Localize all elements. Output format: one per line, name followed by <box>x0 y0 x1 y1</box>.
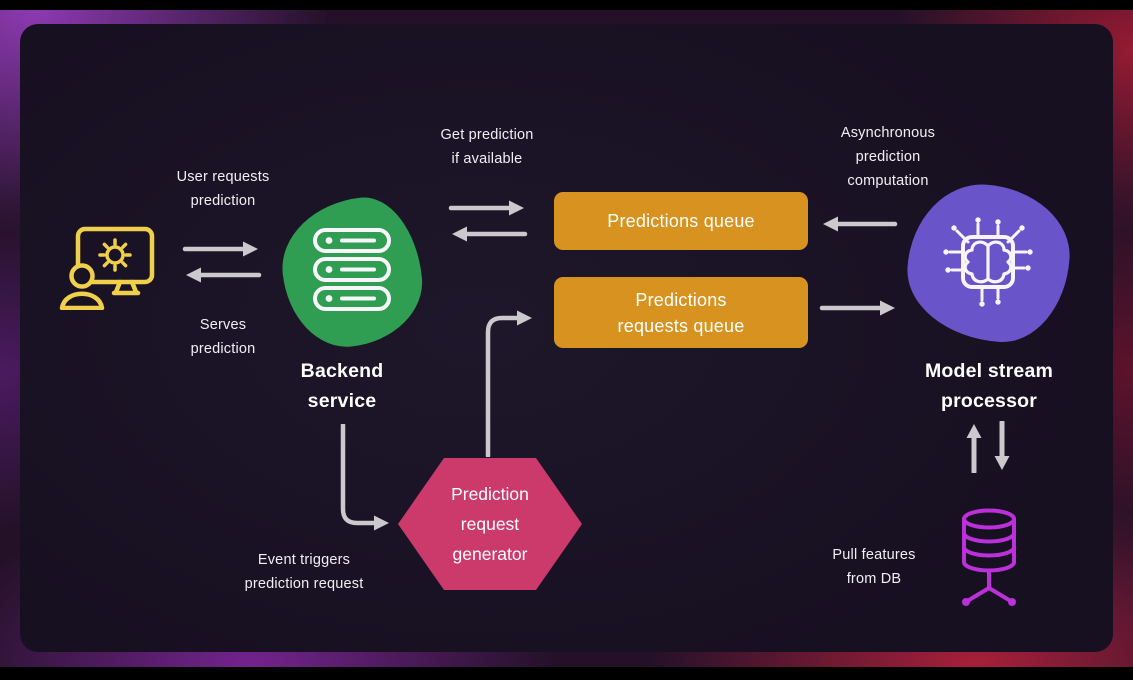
model-stream-processor-title: Model stream processor <box>924 360 1054 412</box>
label-asynchronous-prediction-computation: Asynchronous prediction computation <box>840 125 936 189</box>
chip-brain-icon <box>943 217 1033 307</box>
arrow-backend-to-generator <box>340 424 389 531</box>
backend-service-title: Backend service <box>300 360 384 412</box>
predictions-queue-label: Predictions queue <box>607 210 755 231</box>
database-icon <box>962 508 1016 606</box>
arrows-processor-db <box>966 421 1010 473</box>
label-event-triggers-prediction-request: Event triggers prediction request <box>244 552 364 592</box>
predictions-queue-node: Predictions queue <box>554 192 808 250</box>
arrow-requests-queue-to-processor <box>819 300 895 316</box>
label-serves-prediction: Serves prediction <box>190 317 256 357</box>
label-user-requests-prediction: User requests prediction <box>176 169 270 209</box>
user-workstation-icon <box>59 226 155 310</box>
arrow-generator-to-requests-queue <box>485 310 532 457</box>
server-stack-icon <box>313 228 391 311</box>
predictions-requests-queue-label: Predictions requests queue <box>617 289 745 336</box>
prediction-request-generator-label: Prediction request generator <box>451 484 529 564</box>
predictions-requests-queue-node: Predictions requests queue <box>554 277 808 348</box>
arrows-user-backend <box>182 241 262 283</box>
label-get-prediction-if-available: Get prediction if available <box>440 127 534 167</box>
arrows-backend-predictions-queue <box>448 200 528 242</box>
arrow-processor-to-predictions-queue <box>823 216 898 232</box>
label-pull-features-from-db: Pull features from DB <box>832 547 916 587</box>
